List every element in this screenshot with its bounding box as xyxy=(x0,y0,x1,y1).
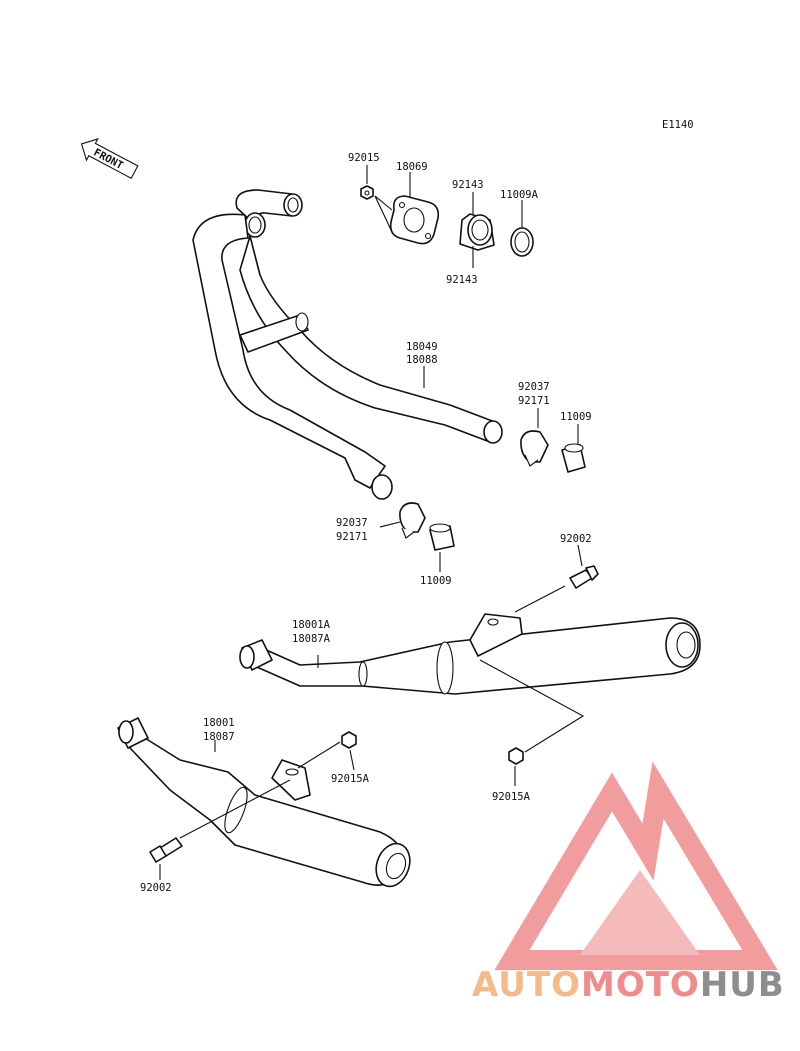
label-11009-right: 11009 xyxy=(560,411,592,423)
nut-92015A-right xyxy=(508,747,524,765)
label-92171-right: 92171 xyxy=(518,395,550,407)
label-18049: 18049 xyxy=(406,341,438,353)
label-11009A: 11009A xyxy=(500,189,539,201)
label-92143-bottom: 92143 xyxy=(446,274,478,286)
watermark-text-hub: HUB xyxy=(700,965,785,1005)
label-92143-top: 92143 xyxy=(452,179,484,191)
label-18087: 18087 xyxy=(203,731,235,743)
label-92037-right: 92037 xyxy=(518,381,550,393)
label-92015: 92015 xyxy=(348,152,380,164)
label-18087A: 18087A xyxy=(292,633,331,645)
muffler-right xyxy=(239,613,701,695)
label-92002-bottom: 92002 xyxy=(140,882,172,894)
clamp-right xyxy=(520,430,549,467)
label-92015A-left: 92015A xyxy=(331,773,370,785)
flange-gasket xyxy=(389,195,440,245)
gasket-11009-left xyxy=(429,523,455,551)
label-18069: 18069 xyxy=(396,161,428,173)
clamp-left xyxy=(399,502,426,539)
muffler-left xyxy=(117,717,411,888)
watermark-text-moto: MOTO xyxy=(581,965,700,1005)
label-18088: 18088 xyxy=(406,354,438,366)
svg-text:AUTOMOTOHUB: AUTOMOTOHUB xyxy=(472,965,785,1005)
label-92037-left: 92037 xyxy=(336,517,368,529)
label-92002-top: 92002 xyxy=(560,533,592,545)
exhaust-header-pipe xyxy=(192,189,503,500)
diagram-code: E1140 xyxy=(662,119,694,131)
bolt-92002-top xyxy=(569,565,599,589)
nut-92015 xyxy=(360,185,374,200)
front-arrow-icon: FRONT xyxy=(80,138,139,180)
label-18001A: 18001A xyxy=(292,619,331,631)
label-92015A-right: 92015A xyxy=(492,791,531,803)
label-92171-left: 92171 xyxy=(336,531,368,543)
watermark-logo-icon xyxy=(494,761,778,970)
watermark-text-auto: AUTO xyxy=(472,965,581,1005)
bolt-92002-bottom xyxy=(149,837,183,863)
label-11009-left: 11009 xyxy=(420,575,452,587)
collar-92143 xyxy=(459,213,495,251)
gasket-11009-right xyxy=(561,443,586,473)
label-18001: 18001 xyxy=(203,717,235,729)
gasket-11009A xyxy=(510,227,534,257)
nut-92015A-left xyxy=(341,731,357,749)
